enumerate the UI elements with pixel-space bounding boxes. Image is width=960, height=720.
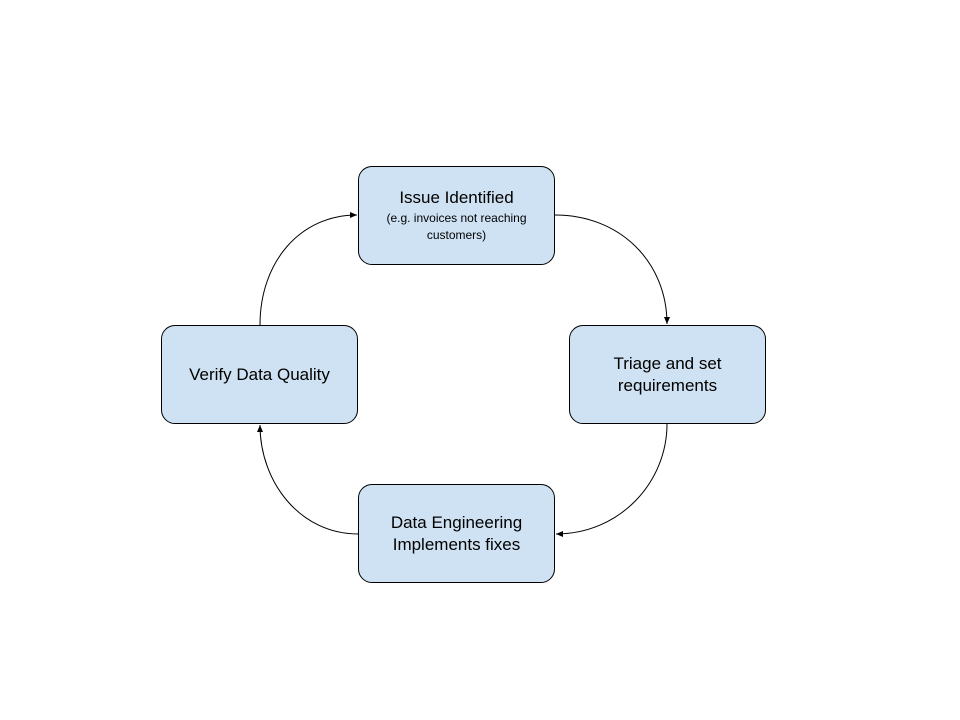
arrow-fix-to-verify <box>257 424 359 535</box>
step-data-engineering-fixes: Data Engineering Implements fixes <box>358 484 555 583</box>
arrow-verify-to-issue <box>259 212 358 326</box>
step-issue-identified-example: (e.g. invoices not reaching customers) <box>386 211 527 242</box>
step-verify-data-quality-title: Verify Data Quality <box>189 364 330 384</box>
step-issue-identified-title: Issue Identified <box>399 188 514 207</box>
step-verify-data-quality: Verify Data Quality <box>161 325 358 424</box>
step-data-engineering-fixes-title: Data Engineering Implements fixes <box>390 512 523 554</box>
arrow-triage-to-fix <box>555 423 668 537</box>
step-triage-requirements-title: Triage and set requirements <box>613 353 722 395</box>
arrow-issue-to-triage <box>554 214 670 325</box>
step-issue-identified: Issue Identified (e.g. invoices not reac… <box>358 166 555 265</box>
step-triage-requirements: Triage and set requirements <box>569 325 766 424</box>
